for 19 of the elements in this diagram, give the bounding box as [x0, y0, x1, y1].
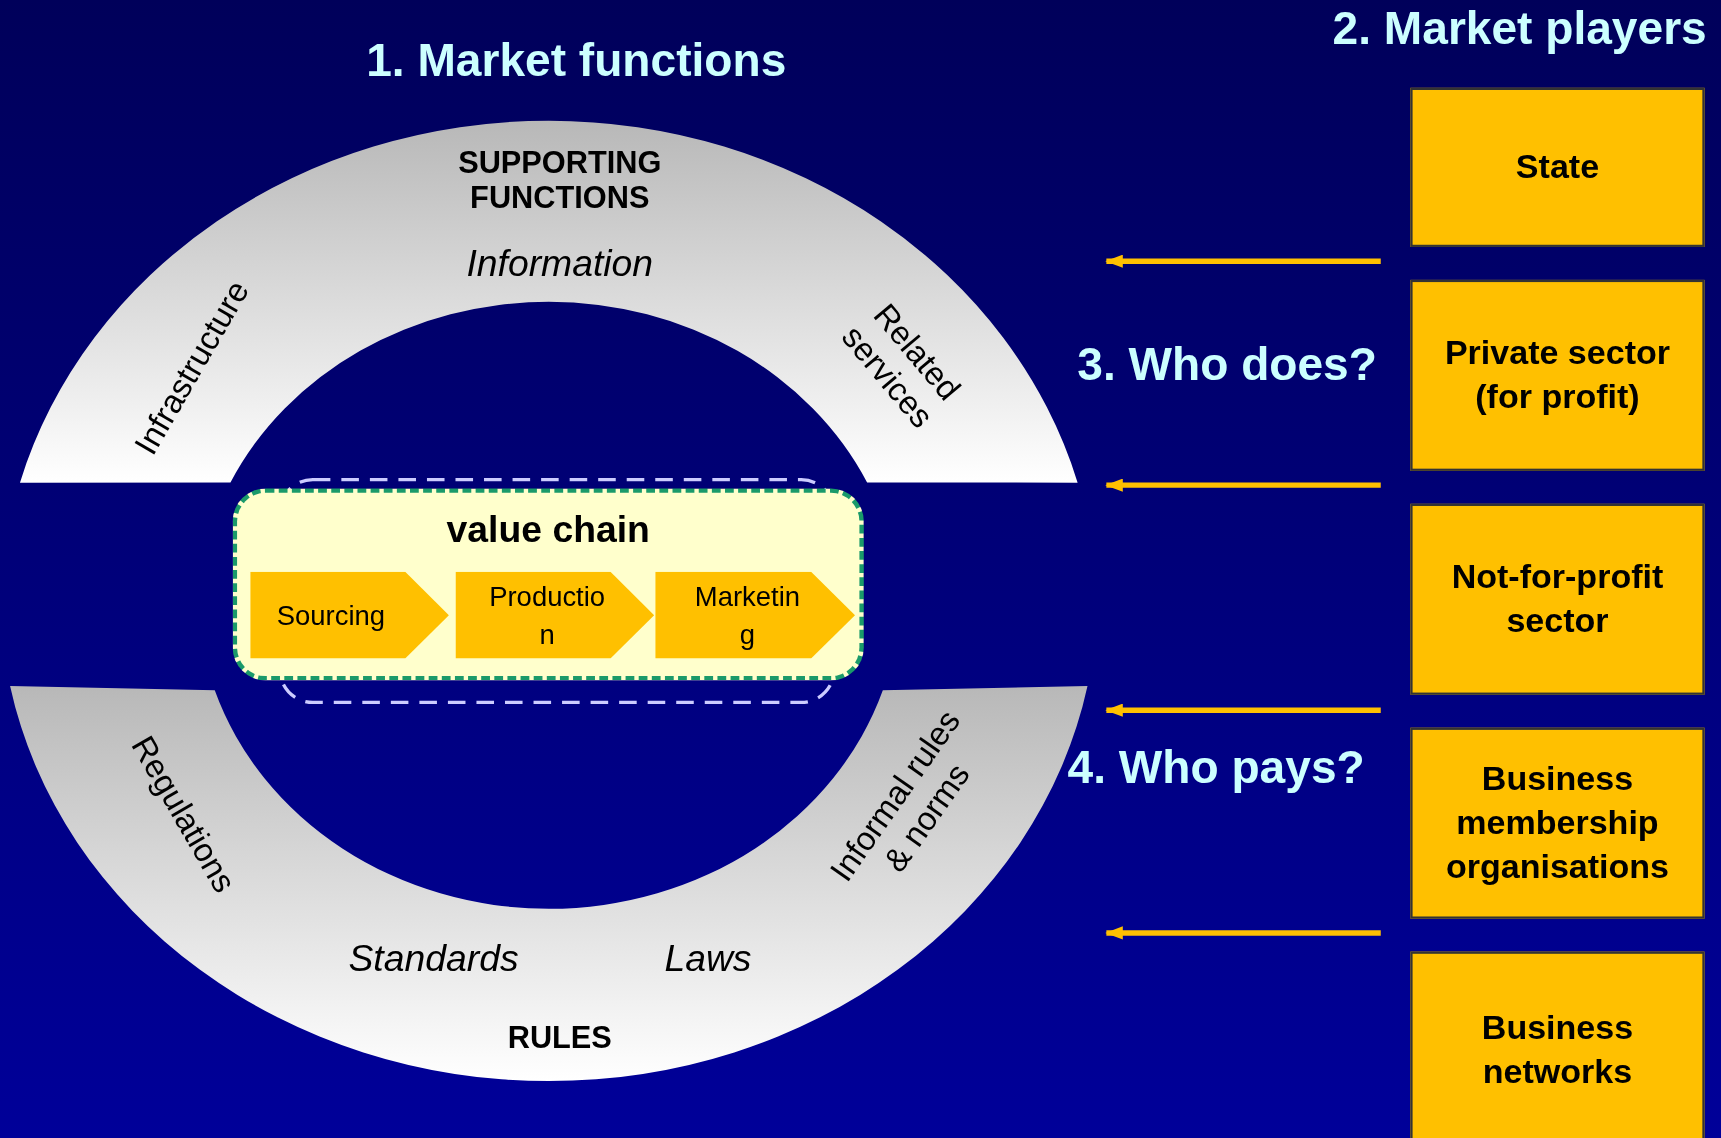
band-item-label: Information	[466, 241, 654, 285]
player-box: Business membership organisations	[1410, 727, 1705, 919]
band-item-label: Laws	[664, 936, 752, 980]
section-heading: 1. Market functions	[366, 33, 787, 87]
value-chain-heading: value chain	[445, 508, 651, 552]
section-heading: 3. Who does?	[1077, 337, 1377, 391]
player-box: Business networks	[1410, 951, 1705, 1138]
band-item-label: Standards	[348, 936, 519, 980]
process-step: Marketin g	[655, 571, 855, 659]
player-box: Not-for-profit sector	[1410, 503, 1705, 695]
value-chain-box	[232, 488, 864, 681]
player-box: Private sector (for profit)	[1410, 279, 1705, 471]
process-step: Productio n	[455, 571, 655, 659]
band-heading: RULES	[507, 1020, 612, 1056]
section-heading: 4. Who pays?	[1067, 740, 1365, 794]
player-box: State	[1410, 87, 1705, 247]
process-step: Sourcing	[250, 571, 449, 659]
band-heading: SUPPORTING FUNCTIONS	[457, 145, 663, 217]
section-heading: 2. Market players	[1332, 1, 1707, 55]
